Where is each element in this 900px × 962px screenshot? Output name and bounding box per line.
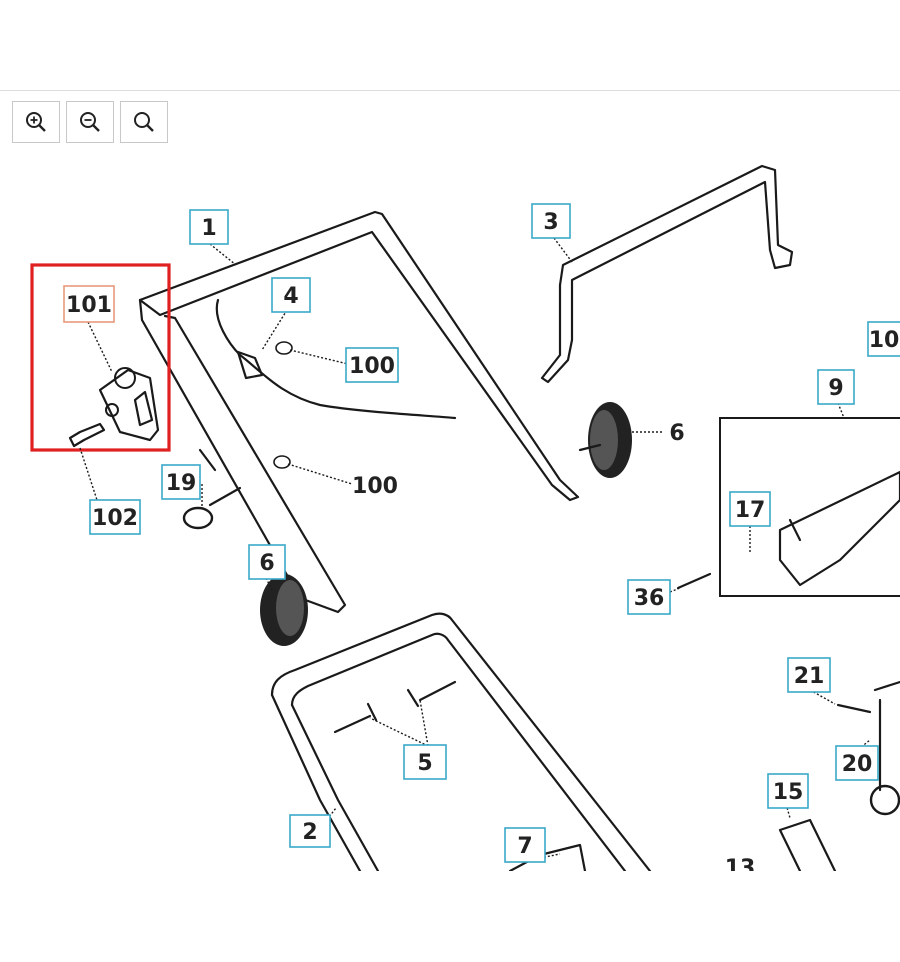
svg-text:6: 6 xyxy=(669,421,684,446)
callout-19[interactable]: 19 xyxy=(161,464,201,500)
svg-text:100: 100 xyxy=(352,474,398,499)
upper-handle[interactable] xyxy=(138,210,580,614)
callout-3[interactable]: 3 xyxy=(531,203,571,239)
svg-text:5: 5 xyxy=(417,751,432,776)
svg-text:13: 13 xyxy=(725,856,756,871)
bolts-5[interactable] xyxy=(333,680,457,734)
svg-text:21: 21 xyxy=(794,664,825,689)
svg-text:9: 9 xyxy=(828,376,843,401)
callout-36[interactable]: 36 xyxy=(627,579,671,615)
callout-21[interactable]: 21 xyxy=(787,657,831,693)
svg-text:19: 19 xyxy=(166,471,197,496)
callout-1[interactable]: 1 xyxy=(189,209,229,245)
top-divider xyxy=(0,90,900,91)
parts-diagram-viewer[interactable]: 1 3 4 100 100 101 102 19 6 6 9 10 xyxy=(0,91,900,871)
washer-100-lower[interactable] xyxy=(273,455,291,469)
callout-17[interactable]: 17 xyxy=(729,491,771,527)
callout-100-lower: 100 xyxy=(352,474,398,499)
part-7-bracket[interactable] xyxy=(508,843,587,871)
callout-9[interactable]: 9 xyxy=(817,369,855,405)
zoom-in-button[interactable] xyxy=(12,101,60,143)
svg-text:1: 1 xyxy=(201,216,216,241)
knob-left[interactable] xyxy=(260,574,308,646)
callout-7[interactable]: 7 xyxy=(504,827,546,863)
callout-100-upper[interactable]: 100 xyxy=(345,347,399,383)
svg-text:7: 7 xyxy=(517,834,532,859)
lower-handle[interactable] xyxy=(270,612,652,871)
callout-13: 13 xyxy=(725,856,756,871)
selected-part-highlight xyxy=(30,263,171,452)
part-36-screw[interactable] xyxy=(676,572,712,590)
callout-10[interactable]: 10 xyxy=(867,321,900,357)
callout-5[interactable]: 5 xyxy=(403,744,447,780)
callout-102[interactable]: 102 xyxy=(89,499,141,535)
svg-text:20: 20 xyxy=(842,752,873,777)
knob-right[interactable] xyxy=(578,402,632,478)
eye-bolt-19[interactable] xyxy=(182,486,242,530)
top-lever-bar[interactable] xyxy=(540,164,794,384)
svg-text:10: 10 xyxy=(869,328,900,353)
cable-clamp-101[interactable] xyxy=(98,367,160,442)
callout-2[interactable]: 2 xyxy=(289,814,331,848)
screw-102[interactable] xyxy=(68,422,106,448)
panel-9[interactable] xyxy=(719,417,900,597)
svg-text:17: 17 xyxy=(735,498,766,523)
callout-6-right: 6 xyxy=(669,421,684,446)
search-icon xyxy=(134,112,154,132)
zoom-reset-button[interactable] xyxy=(120,101,168,143)
cable-assembly[interactable] xyxy=(215,298,457,420)
svg-text:6: 6 xyxy=(259,551,274,576)
part-15-bracket[interactable] xyxy=(778,818,837,871)
svg-text:15: 15 xyxy=(773,780,804,805)
washer-100-upper[interactable] xyxy=(275,341,293,355)
svg-text:2: 2 xyxy=(302,820,317,845)
svg-text:3: 3 xyxy=(543,210,558,235)
svg-text:102: 102 xyxy=(92,506,138,531)
callout-20[interactable]: 20 xyxy=(835,745,879,781)
part-20-assembly[interactable] xyxy=(869,680,900,816)
exploded-parts-diagram: 1 3 4 100 100 101 102 19 6 6 9 10 xyxy=(30,164,900,871)
svg-text:100: 100 xyxy=(349,354,395,379)
page-footer-area xyxy=(0,871,900,962)
callout-15[interactable]: 15 xyxy=(767,773,809,809)
svg-text:101: 101 xyxy=(66,293,112,318)
zoom-toolbar xyxy=(12,101,168,143)
callout-4[interactable]: 4 xyxy=(271,277,311,313)
zoom-in-icon xyxy=(26,112,46,132)
leader-lines xyxy=(79,237,871,859)
callout-6-left[interactable]: 6 xyxy=(248,544,286,580)
svg-text:4: 4 xyxy=(283,284,298,309)
svg-text:36: 36 xyxy=(634,586,665,611)
part-21-screw[interactable] xyxy=(836,703,872,714)
zoom-out-button[interactable] xyxy=(66,101,114,143)
zoom-out-icon xyxy=(80,112,100,132)
callout-101[interactable]: 101 xyxy=(63,285,115,323)
